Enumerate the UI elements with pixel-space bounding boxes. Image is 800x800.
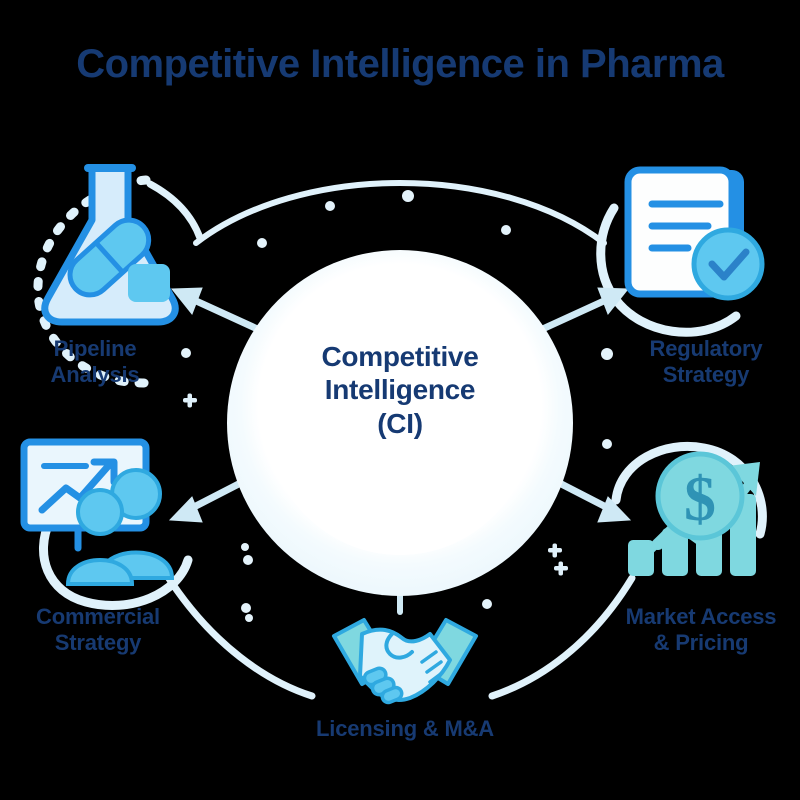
node-label-licensing: Licensing & M&A: [316, 716, 494, 741]
center-hub-core: [268, 291, 532, 555]
flask-pill-icon: [30, 158, 190, 328]
node-label-pipeline: Pipeline Analysis: [50, 336, 140, 387]
node-label-commercial: Commercial Strategy: [36, 604, 160, 655]
center-hub-label: Competitive Intelligence (CI): [262, 340, 538, 440]
center-line-2: Intelligence: [324, 374, 476, 406]
document-check-icon: [616, 160, 782, 328]
center-line-1: Competitive: [321, 341, 479, 372]
dollar-magnifier-barchart-icon: $: [612, 440, 788, 596]
svg-text:$: $: [684, 463, 716, 534]
presentation-people-icon: [16, 436, 194, 594]
node-label-market-access: Market Access & Pricing: [625, 604, 777, 655]
center-line-3: (CI): [377, 407, 423, 439]
handshake-icon: [330, 606, 480, 712]
page-title: Competitive Intelligence in Pharma: [76, 42, 724, 86]
node-label-regulatory: Regulatory Strategy: [649, 336, 763, 387]
arrow-to-regulatory: [532, 287, 630, 336]
arc-top: [193, 180, 607, 246]
